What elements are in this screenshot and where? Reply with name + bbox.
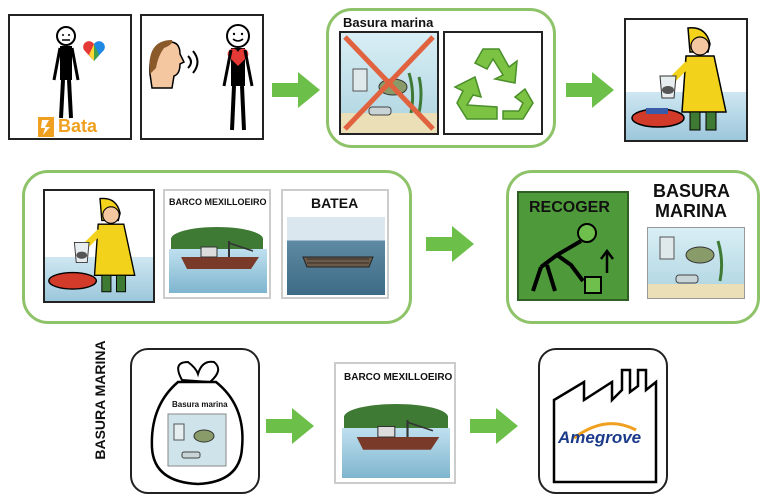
batea-label: BATEA: [311, 195, 359, 211]
arrow-right-icon: [470, 408, 518, 444]
bata-logo-mark-icon: [38, 117, 54, 137]
mussel-raft-icon: [302, 256, 374, 268]
recycle-card: [443, 31, 543, 135]
trash-bag-card: Basura marina: [130, 348, 260, 494]
fisher-raincoat-icon: [48, 197, 136, 293]
bag-label: Basura marina: [172, 400, 228, 409]
arrow-right-icon: [426, 226, 474, 262]
crossed-trash-card: [339, 31, 439, 135]
mussel-boat-label: BARCO MEXILLOEIRO: [344, 372, 453, 383]
boat-icon: [356, 420, 440, 450]
cross-icon: [343, 35, 435, 131]
recycle-icon: [453, 48, 534, 120]
recoger-card: RECOGER: [517, 191, 629, 301]
mussel-boat-card-2: BARCO MEXILLOEIRO: [334, 362, 456, 484]
basura-label-line2: MARINA: [655, 201, 727, 221]
stick-person-icon: [52, 26, 80, 119]
amegrove-swoosh-icon: [573, 422, 637, 440]
colorful-heart-icon: [83, 41, 105, 61]
mussel-boat-group: BARCO MEXILLOEIRO BATEA: [22, 170, 412, 324]
basura-label-line1: BASURA: [653, 181, 731, 201]
person-with-heart-icon: [222, 24, 254, 131]
mussel-boat-card: BARCO MEXILLOEIRO: [163, 189, 271, 299]
recoger-label: RECOGER: [529, 199, 610, 216]
sea-trash-icon: [659, 236, 724, 284]
fisher-raincoat-icon: [631, 27, 727, 131]
batea-card: BATEA: [281, 189, 389, 299]
pick-up-person-icon: [531, 223, 614, 294]
factory-card: Amegrove: [538, 348, 668, 494]
basura-marina-group: Basura marina: [326, 8, 556, 148]
speaking-head-icon: [149, 40, 199, 89]
arrow-right-icon: [272, 72, 320, 108]
amegrove-logo: Amegrove: [558, 428, 642, 447]
speak-love-card: [140, 14, 264, 140]
trash-bag-icon: [150, 360, 244, 486]
fisher-small-card: [43, 189, 155, 303]
factory-icon: [552, 368, 658, 484]
bata-logo-text: Bata: [58, 116, 98, 136]
boat-icon: [181, 241, 259, 269]
fisher-card: [624, 18, 748, 142]
arrow-right-icon: [566, 72, 614, 108]
arrow-right-icon: [266, 408, 314, 444]
group-title: Basura marina: [343, 15, 434, 30]
collect-trash-group: RECOGER BASURA MARINA: [506, 170, 760, 324]
basura-marina-tile: BASURA MARINA: [633, 179, 753, 309]
bata-logo: Bata: [38, 116, 108, 138]
mussel-boat-label: BARCO MEXILLOEIRO: [169, 197, 267, 207]
person-heart-card: Bata: [8, 14, 132, 140]
